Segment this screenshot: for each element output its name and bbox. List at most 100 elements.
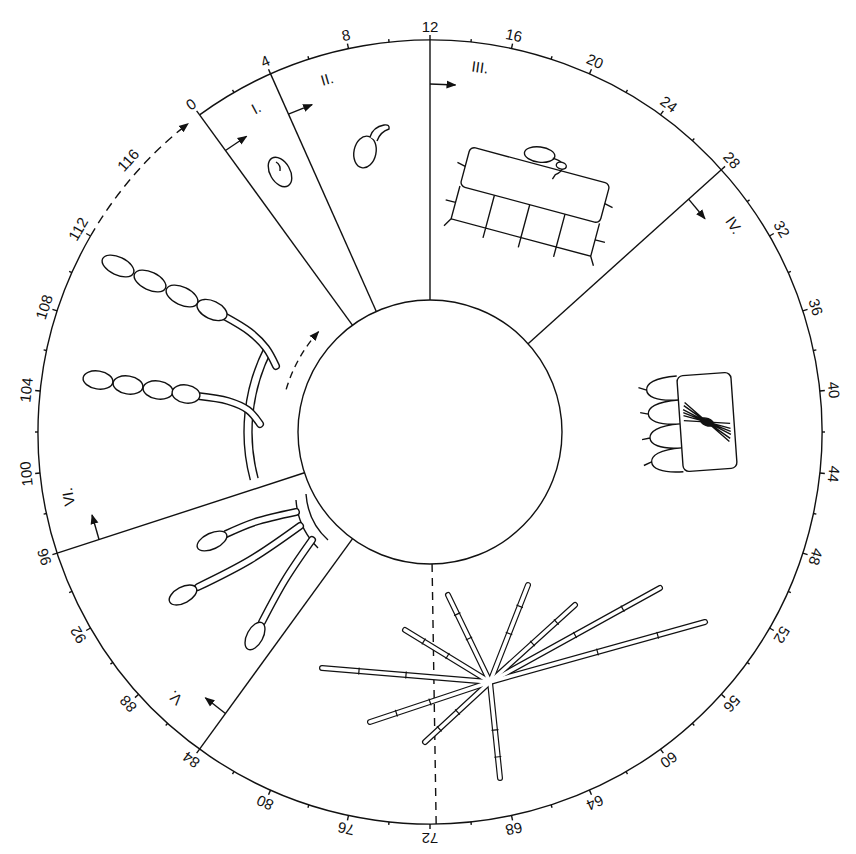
septum — [358, 668, 360, 675]
hour-tick — [307, 805, 309, 808]
hour-tick — [803, 553, 808, 555]
stage-label: IV. — [723, 214, 745, 236]
conidial-chain — [171, 383, 201, 405]
hour-tick — [512, 815, 513, 820]
hour-tick — [52, 309, 57, 311]
septum — [554, 619, 559, 624]
leaf-epidermis — [439, 125, 625, 269]
hour-label: 72 — [422, 831, 439, 846]
septum — [454, 613, 460, 616]
hour-tick — [512, 44, 513, 49]
septum — [395, 710, 397, 717]
hour-tick — [769, 628, 773, 631]
hypha-lumen — [262, 540, 312, 622]
conidial-chain — [142, 379, 174, 401]
germinating-conidium — [351, 125, 389, 170]
stage-label: VI. — [59, 487, 77, 508]
leaf-epidermis — [555, 161, 567, 170]
hypha-wall — [490, 588, 660, 682]
hour-tick — [820, 390, 825, 392]
hour-tick — [660, 111, 663, 115]
hour-tick — [35, 472, 40, 474]
stage-arrow — [430, 83, 455, 85]
hour-tick — [769, 234, 773, 237]
infected-cell — [638, 372, 737, 474]
stage-arrow — [225, 136, 246, 150]
hour-label: 100 — [17, 461, 35, 487]
hour-tick — [550, 805, 552, 808]
hour-label: 32 — [771, 218, 792, 240]
septum — [530, 641, 535, 646]
stage-arrow — [689, 199, 705, 219]
hypha-lumen — [490, 682, 500, 778]
hour-tick — [470, 822, 472, 825]
hypha-lumen — [226, 512, 296, 534]
hour-tick — [110, 662, 112, 664]
hour-label: 96 — [34, 547, 53, 568]
hour-tick — [721, 166, 725, 169]
hypha-lumen — [370, 682, 490, 722]
conidiophore-tip — [166, 581, 200, 609]
hour-tick — [197, 111, 200, 115]
hypha-lumen — [425, 682, 490, 742]
hour-tick — [388, 822, 390, 825]
hour-label: 0 — [184, 95, 200, 112]
hour-label: 68 — [505, 820, 524, 838]
leaf-surface — [306, 494, 328, 540]
septum — [466, 637, 472, 640]
hour-tick — [660, 749, 663, 753]
hypha — [198, 316, 312, 622]
infected-cell — [683, 399, 732, 444]
conidial-chain — [131, 266, 169, 297]
stage-label: I. — [249, 99, 263, 116]
mycelium — [322, 585, 705, 778]
hypha-wall — [198, 396, 260, 424]
hour-tick — [233, 90, 235, 93]
hour-tick — [589, 69, 591, 74]
hour-tick — [35, 390, 40, 392]
hour-tick — [86, 628, 90, 631]
conidial-chain — [163, 281, 201, 312]
hypha-wall — [224, 316, 276, 366]
hour-tick — [166, 723, 168, 725]
hypha-lumen — [490, 622, 705, 682]
conidiophore-tip — [166, 527, 269, 653]
hour-tick — [69, 271, 72, 272]
septum — [573, 632, 576, 638]
hour-tick — [86, 234, 90, 237]
hour-label: 20 — [584, 51, 605, 71]
leaf-epidermis — [524, 145, 556, 164]
hour-label: 8 — [340, 27, 351, 43]
hour-tick — [747, 662, 749, 664]
hour-label: 24 — [657, 93, 679, 115]
hour-tick — [692, 138, 694, 140]
hour-label: 92 — [68, 624, 89, 646]
conidiophore-tip — [194, 527, 230, 555]
conidium — [263, 153, 296, 191]
hour-tick — [788, 591, 791, 592]
cycle-geometry — [35, 35, 825, 829]
outer-ring — [38, 40, 822, 824]
infected-cell — [677, 372, 738, 472]
stage-arrow — [288, 105, 312, 115]
septum — [516, 605, 523, 608]
hypha-wall — [490, 682, 500, 778]
septum — [437, 726, 442, 731]
hour-tick — [388, 39, 390, 42]
hour-tick — [269, 790, 271, 795]
septum — [429, 699, 431, 706]
hour-tick — [626, 90, 628, 93]
hour-label: 4 — [258, 53, 272, 70]
hour-tick — [44, 349, 47, 351]
inner-circle — [298, 300, 562, 564]
hypha-wall — [262, 540, 312, 622]
conidium — [263, 153, 296, 191]
hour-tick — [692, 723, 694, 725]
hour-tick — [822, 431, 825, 432]
hour-tick — [626, 771, 628, 774]
hour-label: 84 — [180, 749, 202, 771]
hour-tick — [347, 815, 348, 820]
hour-label: 80 — [254, 793, 275, 813]
conidial-chain — [194, 295, 231, 325]
